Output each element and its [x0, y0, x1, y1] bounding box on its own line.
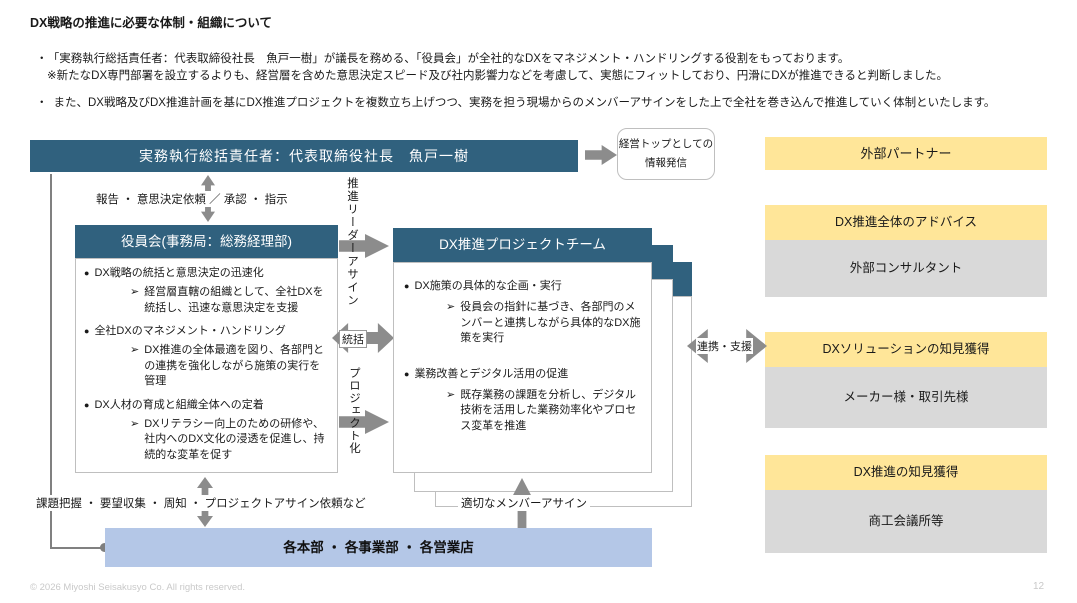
- board-item-3: ● DX人材の育成と組織全体への定着: [84, 398, 329, 413]
- dot-marker: ●: [404, 281, 410, 291]
- intro-bullet-1-note: ※新たなDX専門部署を設立するよりも、経営層を含めた意思決定スピード及び社内影響…: [47, 70, 948, 82]
- leader-assign-vertical-label: 推進リーダーアサイン: [346, 177, 358, 307]
- project-item-1-sub-text: 役員会の指針に基づき、各部門のメンバーと連携しながら具体的なDX施策を実行: [460, 301, 641, 344]
- board-item-1: ● DX戦略の統括と意思決定の迅速化: [84, 266, 329, 281]
- project-box-header: DX推進プロジェクトチーム: [393, 228, 652, 262]
- projectize-vertical-label: プロジェクト化: [348, 367, 360, 455]
- intro-bullet-2: ・また、DX戦略及びDX推進計画を基にDX推進プロジェクトを複数立ち上げつつ、実…: [36, 94, 995, 110]
- chevron-marker: ➢: [130, 417, 140, 430]
- member-assign-label: 適切なメンバーアサイン: [458, 495, 591, 511]
- page-number: 12: [1033, 581, 1045, 592]
- tasks-label: 課題把握 ・ 要望収集 ・ 周知 ・ プロジェクトアサイン依頼など: [33, 495, 369, 511]
- connector-line-horizontal: [50, 547, 103, 549]
- control-label: 統括: [339, 330, 367, 348]
- executive-bar: 実務執行総括責任者：代表取締役社長 魚戸一樹: [30, 140, 578, 172]
- intro-bullet-2-text: また、DX戦略及びDX推進計画を基にDX推進プロジェクトを複数立ち上げつつ、実務…: [53, 97, 996, 109]
- partner-3-header: DX推進の知見獲得: [765, 455, 1047, 490]
- project-box-body: ● DX施策の具体的な企画・実行 ➢ 役員会の指針に基づき、各部門のメンバーと連…: [393, 262, 652, 473]
- board-item-3-sub: ➢ DXリテラシー向上のための研修や、社内へのDX文化の浸透を促進し、持続的な変…: [130, 417, 329, 464]
- connector-dot: [100, 543, 109, 552]
- dot-marker: ●: [84, 399, 90, 410]
- project-item-1-text: DX施策の具体的な企画・実行: [414, 280, 562, 292]
- right-arrow-icon: [585, 145, 617, 165]
- partner-1-body: 外部コンサルタント: [765, 240, 1047, 297]
- board-item-1-sub-text: 経営層直轄の組織として、全社DXを統括し、迅速な意思決定を支援: [144, 286, 324, 314]
- chevron-marker: ➢: [130, 344, 140, 356]
- chevron-marker: ➢: [446, 301, 456, 313]
- board-item-2-sub: ➢ DX推進の全体最適を図り、各部門との連携を強化しながら施策の実行を管理: [130, 343, 329, 390]
- partner-1-header: DX推進全体のアドバイス: [765, 205, 1047, 240]
- cooperation-label: 連携・支援: [696, 338, 753, 354]
- report-approval-label: 報告 ・ 意思決定依頼 ／ 承認 ・ 指示: [93, 191, 291, 207]
- chevron-marker: ➢: [446, 388, 456, 401]
- board-item-3-text: DX人材の育成と組織全体への定着: [94, 398, 264, 411]
- board-item-2-text: 全社DXのマネジメント・ハンドリング: [94, 325, 286, 337]
- board-item-3-sub-text: DXリテラシー向上のための研修や、社内へのDX文化の浸透を促進し、持続的な変革を…: [144, 417, 325, 461]
- dot-marker: ●: [84, 268, 90, 278]
- callout-line-1: 経営トップとしての: [618, 138, 714, 150]
- dot-marker: ●: [84, 326, 90, 336]
- board-item-2-sub-text: DX推進の全体最適を図り、各部門との連携を強化しながら施策の実行を管理: [144, 344, 325, 387]
- page-title: DX戦略の推進に必要な体制・組織について: [30, 16, 272, 30]
- intro-bullet-1: ・「実務執行総括責任者：代表取締役社長 魚戸一樹」が議長を務める、「役員会」が全…: [36, 50, 849, 66]
- connector-line-vertical: [50, 174, 52, 548]
- bullet-marker: ・: [36, 97, 48, 109]
- board-item-2: ● 全社DXのマネジメント・ハンドリング: [84, 324, 329, 339]
- partner-3-body: 商工会議所等: [765, 490, 1047, 553]
- partner-2-header: DXソリューションの知見獲得: [765, 332, 1047, 367]
- bullet-marker: ・: [36, 53, 48, 65]
- dot-marker: ●: [404, 368, 410, 379]
- project-item-2-text: 業務改善とデジタル活用の促進: [414, 367, 569, 380]
- project-item-2-sub-text: 既存業務の課題を分析し、デジタル技術を活用した業務効率化やプロセス変革を推進: [460, 388, 637, 432]
- departments-box: 各本部 ・ 各事業部 ・ 各営業店: [105, 528, 652, 567]
- board-box-header: 役員会(事務局：総務経理部): [75, 225, 338, 258]
- partner-2-body: メーカー様・取引先様: [765, 367, 1047, 428]
- partner-title-box: 外部パートナー: [765, 137, 1047, 170]
- chevron-marker: ➢: [130, 286, 140, 298]
- copyright-text: © 2026 Miyoshi Seisakusyo Co. All rights…: [30, 582, 246, 593]
- project-item-1-sub: ➢ 役員会の指針に基づき、各部門のメンバーと連携しながら具体的なDX施策を実行: [446, 300, 643, 347]
- board-item-1-sub: ➢ 経営層直轄の組織として、全社DXを統括し、迅速な意思決定を支援: [130, 285, 329, 316]
- board-item-1-text: DX戦略の統括と意思決定の迅速化: [94, 267, 264, 279]
- project-item-1: ● DX施策の具体的な企画・実行: [404, 279, 643, 294]
- callout-line-2: 情報発信: [645, 157, 687, 169]
- project-item-2-sub: ➢ 既存業務の課題を分析し、デジタル技術を活用した業務効率化やプロセス変革を推進: [446, 388, 643, 435]
- intro-bullet-1-text: 「実務執行総括責任者：代表取締役社長 魚戸一樹」が議長を務める、「役員会」が全社…: [53, 53, 850, 65]
- project-item-2: ● 業務改善とデジタル活用の促進: [404, 367, 643, 382]
- ceo-message-callout: 経営トップとしての 情報発信: [617, 128, 715, 180]
- board-box-body: ● DX戦略の統括と意思決定の迅速化 ➢ 経営層直轄の組織として、全社DXを統括…: [75, 258, 338, 473]
